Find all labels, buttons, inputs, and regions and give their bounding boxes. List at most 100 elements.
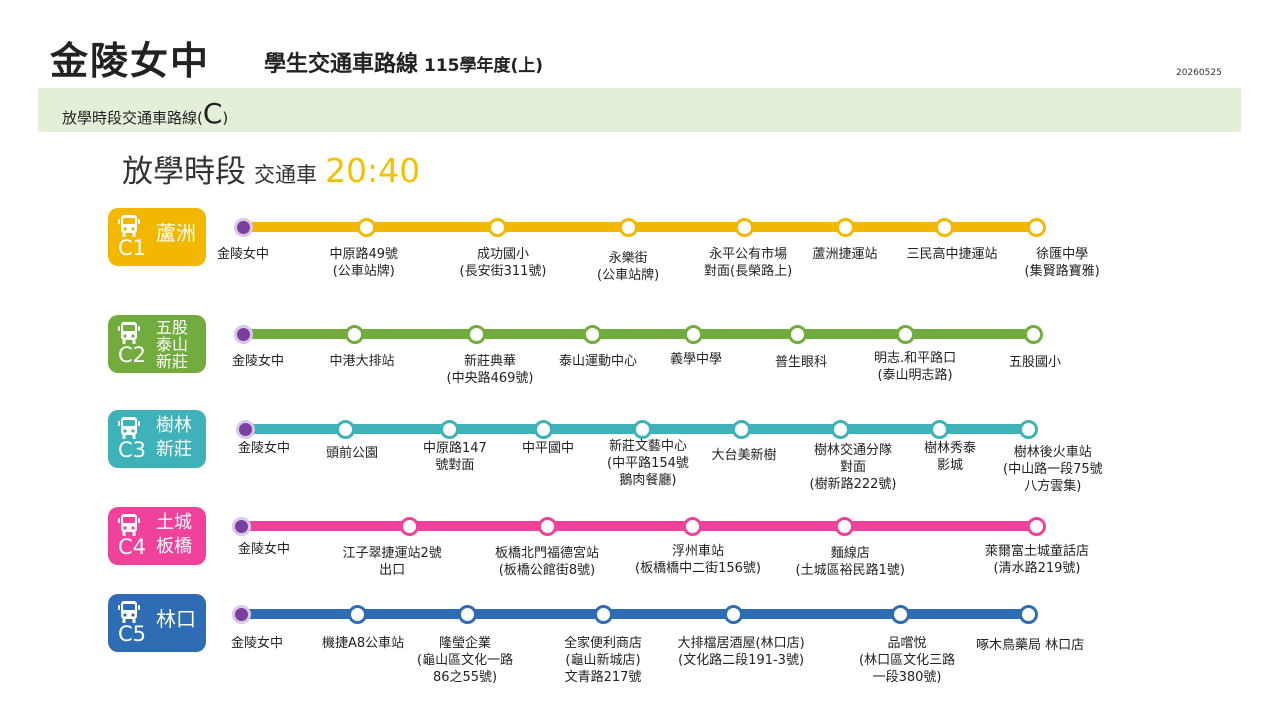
stop-marker xyxy=(1023,324,1043,344)
stop-label: 板橋北門福德宮站 (板橋公館街8號) xyxy=(495,546,600,578)
stop-label: 中平國中 xyxy=(522,441,575,456)
stop-marker xyxy=(233,324,253,344)
stop-marker xyxy=(835,217,855,237)
stop-marker xyxy=(231,516,251,536)
stop-label: 金陵女中 xyxy=(238,441,291,456)
stop-label: 麵線店 (土城區裕民路1號) xyxy=(795,546,905,578)
school-year: 115學年度(上) xyxy=(424,56,544,76)
stop-marker xyxy=(830,419,850,439)
route-badge-c2: C2 五股 泰山 新莊 xyxy=(108,315,206,373)
stop-marker xyxy=(618,217,638,237)
stop-label: 金陵女中 xyxy=(217,247,270,262)
stop-marker xyxy=(582,324,602,344)
stop-marker xyxy=(487,217,507,237)
stop-label: 三民高中捷運站 xyxy=(906,247,998,262)
stop-label: 成功國小 (長安街311號) xyxy=(459,247,547,279)
stop-label: 蘆洲捷運站 xyxy=(812,247,878,262)
stop-marker xyxy=(347,604,367,624)
stop-marker xyxy=(1018,604,1038,624)
stop-label: 中港大排站 xyxy=(329,354,395,369)
stop-marker xyxy=(632,419,652,439)
stop-label: 全家便利商店 (龜山新城店) 文青路217號 xyxy=(564,636,643,685)
stop-marker xyxy=(787,324,807,344)
stop-label: 金陵女中 xyxy=(238,542,291,557)
stop-label: 五股國小 xyxy=(1009,355,1062,370)
stop-marker xyxy=(335,419,355,439)
stop-marker xyxy=(231,604,251,624)
stop-label: 樹林交通分隊 對面 (樹新路222號) xyxy=(809,443,897,492)
page-title: 金陵女中 xyxy=(50,39,211,83)
route-line-c1 xyxy=(243,222,1036,232)
stop-label: 大排檔居酒屋(林口店) (文化路二段191-3號) xyxy=(677,636,805,668)
route-code: C4 xyxy=(118,535,147,559)
stop-marker xyxy=(1026,516,1046,536)
bus-icon xyxy=(118,514,140,536)
bus-icon xyxy=(118,322,140,344)
stop-label: 樹林後火車站 (中山路一段75號 八方雲集) xyxy=(1003,445,1103,494)
stop-label: 頭前公園 xyxy=(326,446,379,461)
bus-icon xyxy=(118,215,140,237)
stop-label: 啄木鳥藥局 林口店 xyxy=(976,638,1085,653)
route-line-c2 xyxy=(243,329,1033,339)
stop-label: 明志.和平路口 (泰山明志路) xyxy=(874,351,957,383)
bus-icon xyxy=(118,601,140,623)
bus-icon xyxy=(118,417,140,439)
route-code: C2 xyxy=(118,343,147,367)
stop-marker xyxy=(537,516,557,536)
route-destination: 樹林 新莊 xyxy=(156,415,192,460)
route-destination: 林口 xyxy=(156,607,196,631)
stop-label: 永樂街 (公車站牌) xyxy=(597,251,660,283)
stop-marker xyxy=(929,419,949,439)
stop-marker xyxy=(533,419,553,439)
band-text: 放學時段交通車路線( xyxy=(62,109,203,127)
route-line-c5 xyxy=(241,609,1028,619)
stop-label: 中原路147 號對面 xyxy=(423,441,487,473)
stop-marker xyxy=(235,419,255,439)
stop-marker xyxy=(834,516,854,536)
stop-marker xyxy=(895,324,915,344)
route-code: C1 xyxy=(118,236,147,260)
section-title: 放學時段 xyxy=(122,154,246,190)
stop-label: 隆瑩企業 (龜山區文化一路 86之55號) xyxy=(417,636,514,685)
stop-marker xyxy=(593,604,613,624)
route-line-c4 xyxy=(241,521,1036,531)
stop-label: 普生眼科 xyxy=(775,355,828,370)
section-heading: 放學時段交通車 20:40 xyxy=(122,146,420,191)
band-close: ) xyxy=(222,109,229,127)
stop-marker xyxy=(683,324,703,344)
section-sub: 交通車 xyxy=(254,163,317,187)
band-letter: C xyxy=(202,97,223,130)
stop-label: 品嚐悅 (林口區文化三路 一段380號) xyxy=(859,636,956,685)
route-code: C3 xyxy=(118,438,147,462)
stop-marker xyxy=(734,217,754,237)
stop-label: 新莊典華 (中央路469號) xyxy=(446,354,534,386)
subtitle-text: 學生交通車路線 xyxy=(264,52,419,77)
stop-label: 浮州車站 (板橋橋中二街156號) xyxy=(635,544,761,576)
route-destination: 五股 泰山 新莊 xyxy=(156,318,189,371)
stop-label: 大台美新樹 xyxy=(711,448,777,463)
stop-label: 徐匯中學 (集賢路寶雅) xyxy=(1024,247,1100,279)
stop-label: 義學中學 xyxy=(670,352,723,367)
departure-time: 20:40 xyxy=(325,151,421,190)
date-stamp: 20260525 xyxy=(1176,68,1222,78)
stop-marker xyxy=(682,516,702,536)
stop-marker xyxy=(1018,419,1038,439)
stop-marker xyxy=(890,604,910,624)
stop-label: 金陵女中 xyxy=(232,354,285,369)
stop-marker xyxy=(439,419,459,439)
stop-label: 泰山運動中心 xyxy=(559,354,638,369)
stop-marker xyxy=(731,419,751,439)
stop-label: 樹林秀泰 影城 xyxy=(924,441,977,473)
stop-marker xyxy=(934,217,954,237)
stop-label: 金陵女中 xyxy=(231,636,284,651)
stop-marker xyxy=(466,324,486,344)
stop-marker xyxy=(233,217,253,237)
section-band: 放學時段交通車路線(C) xyxy=(38,88,1241,132)
stop-marker xyxy=(356,217,376,237)
route-badge-c3: C3 樹林 新莊 xyxy=(108,410,206,468)
stop-label: 機捷A8公車站 xyxy=(322,636,405,651)
stop-label: 中原路49號 (公車站牌) xyxy=(329,247,399,279)
stop-marker xyxy=(344,324,364,344)
